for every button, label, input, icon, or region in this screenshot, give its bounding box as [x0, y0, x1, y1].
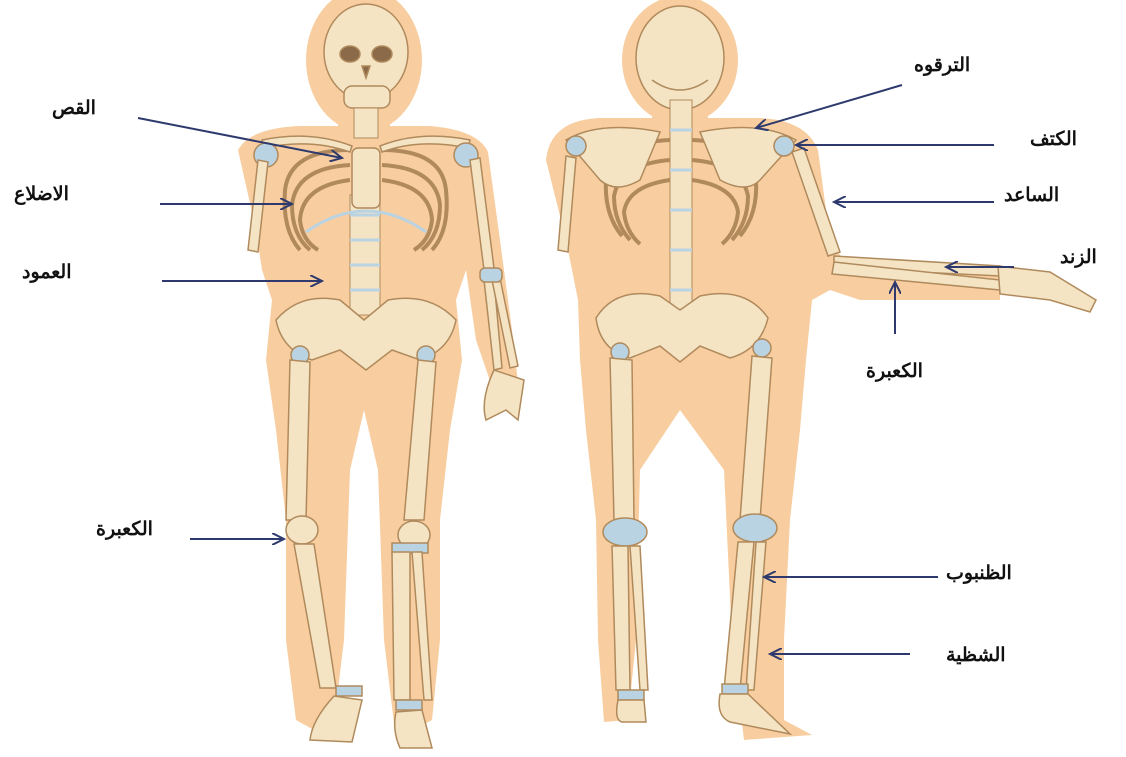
label-kneecap: الكعبرة: [96, 520, 153, 539]
label-humerus: الساعد: [1004, 186, 1059, 205]
back-skull: [636, 6, 724, 110]
front-body-silhouette: [238, 0, 520, 740]
label-tibia: الظنبوب: [946, 564, 1012, 583]
label-clavicle: الترقوه: [914, 56, 970, 75]
label-radius: الكعبرة: [866, 362, 923, 381]
label-fibula: الشظية: [946, 646, 1006, 665]
label-shoulder: الكتف: [1030, 130, 1077, 149]
arrow-clavicle: [756, 85, 902, 128]
front-sternum-bone: [352, 148, 380, 208]
back-spine: [670, 100, 692, 330]
front-view-skeleton: [238, 0, 524, 748]
label-ribs: الاضلاع: [14, 185, 69, 204]
label-sternum: القص: [52, 99, 96, 118]
label-ulna: الزند: [1060, 248, 1097, 267]
back-view-skeleton: [546, 0, 1096, 740]
label-spine: العمود: [22, 263, 72, 282]
